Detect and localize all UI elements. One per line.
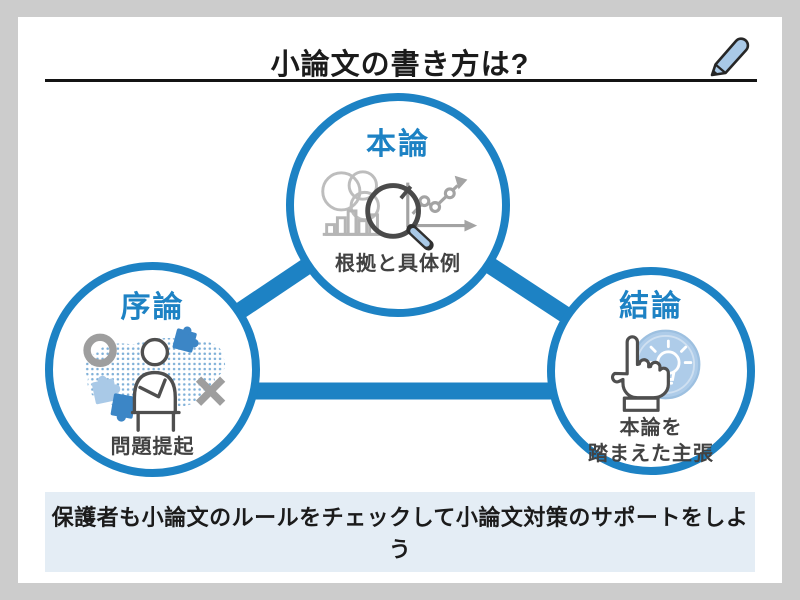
magnifier-analytics-icon bbox=[321, 170, 478, 251]
click-lightbulb-icon bbox=[610, 329, 700, 412]
node-conclusion: 結論 本論を 踏まえた主張 bbox=[547, 267, 755, 475]
node-introduction: 序論 bbox=[45, 262, 260, 477]
node-conclusion-caption-line1: 本論を bbox=[619, 417, 683, 439]
node-conclusion-label: 結論 bbox=[619, 290, 683, 323]
infographic-card: 小論文の書き方は? 本論 bbox=[18, 17, 782, 583]
footer-banner: 保護者も小論文のルールをチェックして小論文対策のサポートをしよう bbox=[45, 492, 755, 572]
thinking-person-icon bbox=[82, 326, 225, 432]
node-introduction-label: 序論 bbox=[120, 291, 185, 324]
node-main-body-caption: 根拠と具体例 bbox=[335, 253, 461, 275]
node-conclusion-caption: 本論を 踏まえた主張 bbox=[588, 415, 714, 467]
node-main-body-label: 本論 bbox=[366, 128, 430, 161]
node-introduction-caption: 問題提起 bbox=[110, 436, 195, 458]
title-underline bbox=[45, 79, 757, 82]
node-conclusion-caption-line2: 踏まえた主張 bbox=[588, 443, 714, 465]
pencil-icon bbox=[710, 37, 750, 77]
node-main-body: 本論 bbox=[286, 93, 510, 317]
footer-message: 保護者も小論文のルールをチェックして小論文対策のサポートをしよう bbox=[51, 505, 749, 562]
page-title: 小論文の書き方は? bbox=[270, 49, 530, 81]
